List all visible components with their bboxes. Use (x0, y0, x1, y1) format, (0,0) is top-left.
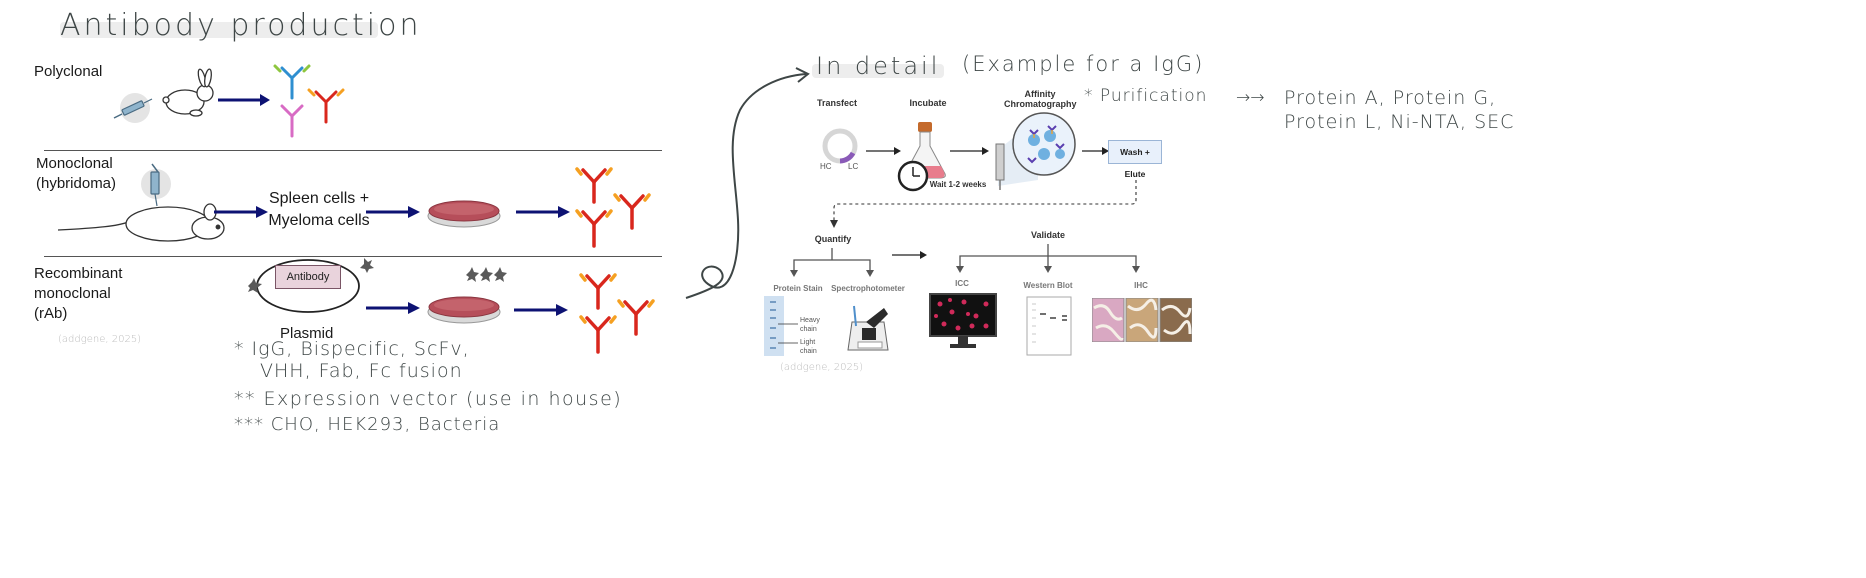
light-chain-label: Light chain (800, 338, 817, 356)
arrow-icon (218, 94, 270, 106)
purification-note: * Purification (1084, 86, 1208, 106)
recombinant-label-line2: monoclonal (34, 285, 111, 302)
arrow-icon (366, 302, 420, 314)
protein-gel-icon (764, 296, 798, 356)
heavy-chain-label: Heavy chain (800, 316, 820, 334)
monoclonal-label-line1: Monoclonal (36, 155, 113, 172)
dashed-return-arrow (830, 180, 1137, 228)
antibody-icon (273, 64, 345, 138)
validate-label: Validate (1030, 230, 1066, 240)
monoclonal-label: Monoclonal (hybridoma) (36, 154, 116, 194)
host-stars (466, 267, 507, 282)
recombinant-antibodies (579, 273, 655, 354)
lc-label: LC (848, 162, 859, 171)
recombinant-label: Recombinant monoclonal (rAb) (34, 264, 122, 324)
arrow-icon (892, 251, 927, 259)
left-citation: (addgene, 2025) (58, 334, 142, 345)
western-blot-label: Western Blot (1023, 281, 1073, 290)
spleen-label: Spleen cells + (268, 190, 370, 207)
wash-elute-box: Wash + Elute (1108, 140, 1162, 179)
polyclonal-diagram (113, 64, 345, 138)
step-affinity-line1: Affinity (1024, 89, 1056, 99)
step-affinity: Affinity Chromatography (1004, 89, 1077, 109)
step-transfect: Transfect (816, 98, 858, 108)
myeloma-label: Myeloma cells (268, 212, 370, 229)
arrow-icon (950, 147, 989, 155)
icc-label: ICC (955, 279, 969, 288)
mouse-diagram (58, 163, 225, 242)
western-blot-icon (1026, 296, 1072, 356)
arrow-icon (514, 304, 568, 316)
purification-methods-line1: Protein A, Protein G, (1284, 87, 1497, 109)
polyclonal-label: Polyclonal (34, 63, 103, 80)
purification-methods: Protein A, Protein G, Protein L, Ni-NTA,… (1284, 86, 1514, 134)
validate-branch (956, 244, 1140, 273)
formats-note: * IgG, Bispecific, ScFv, VHH, Fab, Fc fu… (234, 338, 470, 382)
ihc-tissue-icon (1092, 298, 1192, 342)
plasmid-diagram (248, 258, 374, 313)
formats-note-line2: VHH, Fab, Fc fusion (260, 360, 463, 382)
light-chain-line2: chain (800, 348, 817, 355)
syringe-icon (113, 98, 153, 119)
formats-note-line1: * IgG, Bispecific, ScFv, (234, 338, 470, 360)
protein-stain-label: Protein Stain (773, 284, 823, 293)
culture-dish-icon (427, 296, 501, 324)
arrow-icon (214, 206, 268, 218)
syringe-icon (150, 163, 160, 207)
detail-heading: In detail (816, 52, 941, 80)
section-divider (44, 256, 662, 257)
plasmid-label: Plasmid (280, 325, 334, 342)
culture-dish-icon (427, 200, 501, 228)
ihc-label: IHC (1134, 281, 1148, 290)
monoclonal-label-line2: (hybridoma) (36, 175, 117, 192)
arrow-icon (366, 206, 420, 218)
purification-methods-line2: Protein L, Ni-NTA, SEC (1284, 111, 1515, 133)
mouse-icon (58, 203, 225, 242)
incubation-flask-icon (897, 122, 946, 192)
heavy-chain-line2: chain (800, 326, 817, 333)
icc-monitor-icon (929, 293, 997, 348)
quantify-branch (790, 248, 874, 277)
hosts-note: *** CHO, HEK293, Bacteria (234, 414, 501, 435)
hc-label: HC (820, 162, 832, 171)
vector-note: ** Expression vector (use in house) (234, 388, 623, 410)
purification-arrow: →→ (1236, 88, 1265, 108)
connector-arrow (685, 67, 810, 299)
monoclonal-antibodies (575, 167, 651, 248)
right-citation: (addgene, 2025) (780, 362, 864, 373)
arrow-icon (516, 206, 570, 218)
quantify-label: Quantify (814, 234, 852, 244)
heavy-chain-line1: Heavy (800, 317, 820, 324)
page-title: Antibody production (60, 8, 422, 43)
step-affinity-line2: Chromatography (1004, 99, 1077, 109)
rabbit-icon (162, 68, 214, 117)
arrow-icon (866, 147, 901, 155)
step-incubate: Incubate (909, 98, 947, 108)
detail-subheading: (Example for a IgG) (962, 52, 1205, 76)
transfect-plasmid-icon (822, 128, 858, 164)
section-divider (44, 150, 662, 151)
spleen-myeloma-label: Spleen cells + Myeloma cells (266, 188, 372, 232)
plasmid-insert-box: Antibody (275, 265, 341, 289)
wait-label: Wait 1-2 weeks (929, 180, 987, 189)
spectrophotometer-icon (847, 305, 889, 351)
recombinant-label-line3: (rAb) (34, 305, 68, 322)
spectrophotometer-label: Spectrophotometer (831, 284, 905, 293)
recombinant-label-line1: Recombinant (34, 265, 123, 282)
affinity-column-icon (995, 112, 1076, 190)
star-icon (248, 258, 374, 293)
light-chain-line1: Light (800, 339, 816, 346)
arrow-icon (1082, 147, 1109, 155)
